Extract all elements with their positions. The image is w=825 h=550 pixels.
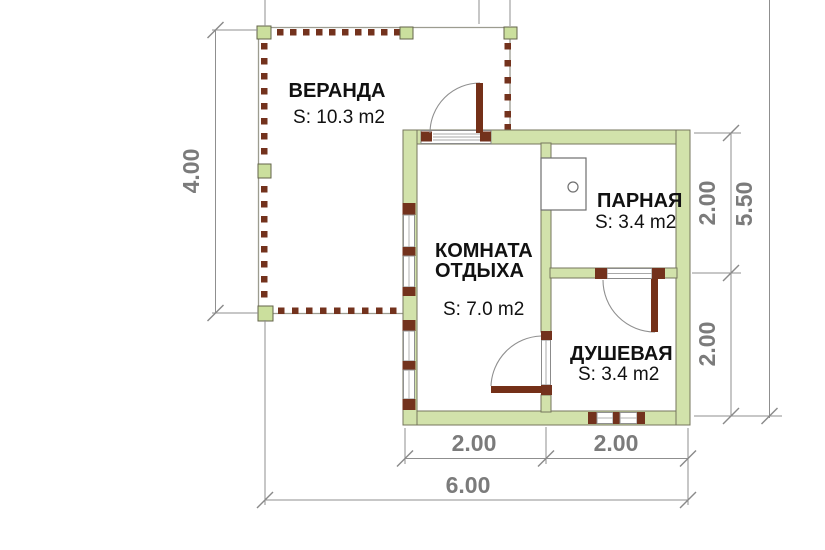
door-rest-to-shower <box>490 331 552 395</box>
veranda-dots-left <box>261 43 268 298</box>
door-veranda-entrance <box>420 82 492 144</box>
dimension-bottom-outer: 6.00 <box>256 320 697 509</box>
shower-room-name: ДУШЕВАЯ <box>570 343 673 365</box>
veranda-dots-top <box>277 29 401 36</box>
rest-room-area: S: 7.0 m2 <box>443 299 524 320</box>
veranda-area: S: 10.3 m2 <box>293 107 385 128</box>
veranda-name: ВЕРАНДА <box>289 80 386 102</box>
dim-veranda-height: 4.00 <box>178 149 204 194</box>
dim-bottom-right: 2.00 <box>594 430 639 456</box>
window-left-upper <box>402 203 416 296</box>
veranda-dots-bottom <box>278 307 397 314</box>
room-labels: ВЕРАНДА S: 10.3 m2 КОМНАТА ОТДЫХА S: 7.0… <box>289 80 683 385</box>
dimension-left: 4.00 <box>178 21 258 322</box>
steam-room-name: ПАРНАЯ <box>597 190 682 212</box>
extension-stubs <box>264 0 511 26</box>
rest-room-name-line1: КОМНАТА <box>435 240 533 262</box>
dim-right-upper: 2.00 <box>694 181 720 226</box>
dimension-right-outer: 5.50 <box>731 0 779 425</box>
stove <box>540 157 587 211</box>
door-steam-to-shower <box>595 268 665 333</box>
dim-bottom-total: 6.00 <box>446 472 491 498</box>
steam-room-area: S: 3.4 m2 <box>595 212 676 233</box>
rest-room-name-line2: ОТДЫХА <box>435 260 524 282</box>
dimension-right-inner: 2.00 2.00 <box>692 124 782 425</box>
window-shower-bottom <box>588 412 645 424</box>
dimension-bottom-inner: 2.00 2.00 <box>396 427 697 505</box>
veranda-dots-right <box>504 43 511 131</box>
dim-bottom-left: 2.00 <box>452 430 497 456</box>
dim-right-lower: 2.00 <box>694 322 720 367</box>
dim-right-total: 5.50 <box>731 182 757 227</box>
window-left-lower <box>402 320 416 410</box>
shower-room-area: S: 3.4 m2 <box>578 364 659 385</box>
veranda-posts <box>256 25 518 322</box>
veranda-structure <box>256 25 518 322</box>
